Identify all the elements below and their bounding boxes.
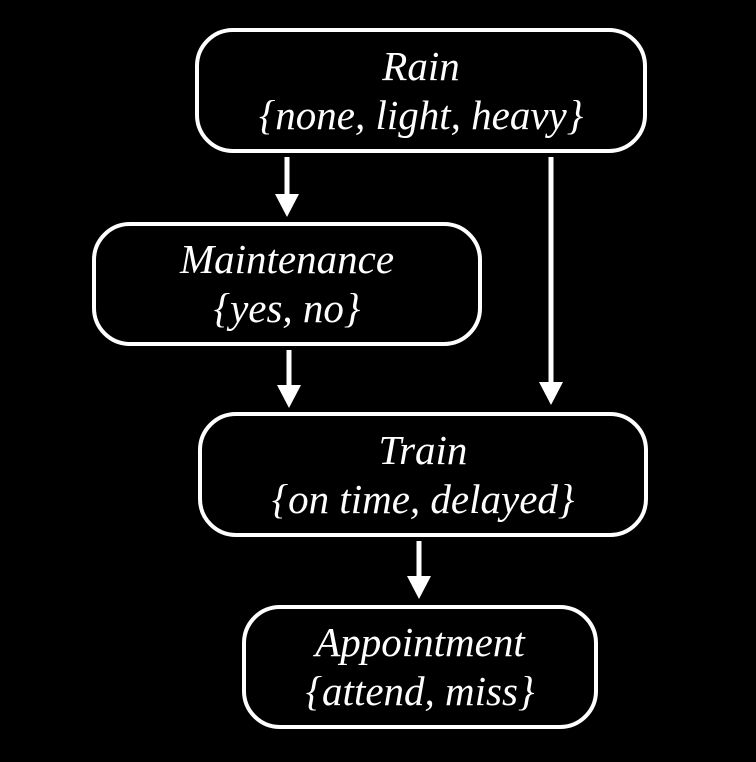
arrowhead-icon xyxy=(407,576,431,599)
node-rain-domain: {none, light, heavy} xyxy=(258,91,584,138)
node-rain: Rain {none, light, heavy} xyxy=(195,28,647,153)
edge-rain-to-train xyxy=(539,157,563,405)
edge-train-to-appointment xyxy=(407,541,431,599)
node-train-label: Train xyxy=(378,426,468,473)
node-appointment-label: Appointment xyxy=(315,619,525,665)
node-maintenance-label: Maintenance xyxy=(179,236,395,282)
node-appointment-domain: {attend, miss} xyxy=(305,668,535,714)
node-maintenance: Maintenance {yes, no} xyxy=(92,222,482,346)
node-train-domain: {on time, delayed} xyxy=(271,475,575,522)
edge-maintenance-to-train xyxy=(277,350,301,408)
node-maintenance-domain: {yes, no} xyxy=(213,285,361,331)
arrowhead-icon xyxy=(539,382,563,405)
node-rain-label: Rain xyxy=(382,42,460,89)
node-train: Train {on time, delayed} xyxy=(198,412,648,537)
node-appointment: Appointment {attend, miss} xyxy=(242,605,598,729)
arrowhead-icon xyxy=(275,194,299,217)
arrowhead-icon xyxy=(277,385,301,408)
edge-rain-to-maintenance xyxy=(275,157,299,217)
